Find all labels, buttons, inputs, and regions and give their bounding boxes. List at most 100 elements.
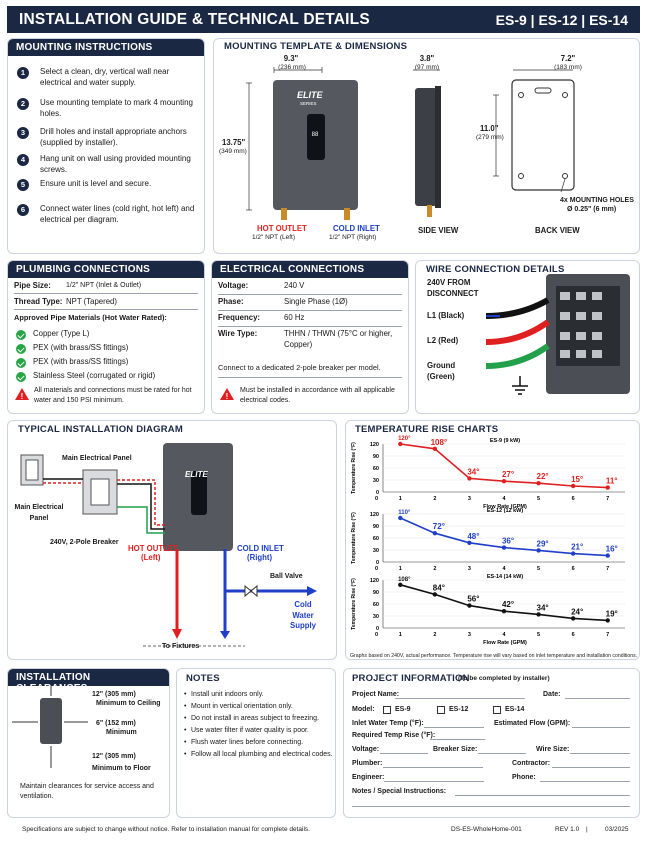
x-axis-label: Flow Rate (GPM) xyxy=(483,504,527,510)
data-point xyxy=(467,540,472,545)
data-label: 110° xyxy=(398,510,411,516)
clearance-arrows xyxy=(12,686,88,768)
section-title: INSTALLATION CLEARANCES xyxy=(8,669,169,694)
y-tick-label: 120 xyxy=(370,578,379,584)
flow-field[interactable] xyxy=(572,727,630,728)
notes-instructions-label: Notes / Special Instructions: xyxy=(352,788,447,795)
brand-series: SERIES xyxy=(300,101,317,106)
temp-rise-field[interactable] xyxy=(430,739,485,740)
cold-inlet-sub: 1/2" NPT (Right) xyxy=(329,234,377,241)
panel-label: Main Electrical Panel xyxy=(62,455,132,462)
engineer-label: Engineer: xyxy=(352,774,385,781)
inlet-temp-field[interactable] xyxy=(424,727,484,728)
chart-title: ES-12 (12 kW) xyxy=(487,508,524,514)
note-item: Do not install in areas subject to freez… xyxy=(191,715,320,722)
diagram-brand: ELITE xyxy=(185,470,208,479)
x-tick-label: 5 xyxy=(537,566,540,572)
y-tick-label: 120 xyxy=(370,442,379,448)
y-tick-label: 30 xyxy=(373,548,379,554)
clear-side: 6" (152 mm) xyxy=(96,720,136,727)
data-point xyxy=(501,609,507,614)
terminal-block-drawing xyxy=(485,274,630,395)
check-icon xyxy=(16,372,26,382)
notes-field-line-2[interactable] xyxy=(352,806,630,807)
contractor-field[interactable] xyxy=(552,767,630,768)
section-title: MOUNTING TEMPLATE & DIMENSIONS xyxy=(224,41,408,52)
data-point xyxy=(605,618,610,623)
material-item: PEX (with brass/SS fittings) xyxy=(33,357,129,366)
x-tick-label: 4 xyxy=(502,496,506,502)
wire-ground-label: Ground (Green) xyxy=(427,361,456,381)
data-point xyxy=(570,616,576,621)
notes-field[interactable] xyxy=(455,795,630,796)
spec-key: Phase: xyxy=(218,297,244,306)
model-es9-checkbox[interactable] xyxy=(383,706,391,714)
back-view-label: BACK VIEW xyxy=(535,226,580,235)
plumbing-warning: All materials and connections must be ra… xyxy=(34,387,192,404)
project-sub: (To be completed by installer) xyxy=(458,675,550,682)
step-text: Use mounting template to mark 4 mounting… xyxy=(40,98,193,118)
note-item: Flush water lines before connecting. xyxy=(191,739,304,746)
wire-size-label: Wire Size: xyxy=(536,746,570,753)
mounting-template-drawing: 88 xyxy=(246,67,575,220)
heater-back-view xyxy=(511,79,575,191)
date-field[interactable] xyxy=(565,698,630,699)
model-es14-checkbox[interactable] xyxy=(493,706,501,714)
depth-dim: 3.8" xyxy=(419,54,435,63)
voltage-field[interactable] xyxy=(380,753,428,754)
clear-top-sub: Minimum to Ceiling xyxy=(96,700,161,707)
svg-text:!: ! xyxy=(226,392,229,401)
note-item: Follow all local plumbing and electrical… xyxy=(191,751,333,758)
unit-outline xyxy=(40,698,62,744)
x-tick-label: 2 xyxy=(433,566,436,572)
model-es12-checkbox[interactable] xyxy=(437,706,445,714)
x-tick-label: 1 xyxy=(399,496,402,502)
cold-supply-label: Cold Water Supply xyxy=(290,600,316,630)
section-title: MOUNTING INSTRUCTIONS xyxy=(8,39,204,56)
data-label: 22° xyxy=(537,472,549,481)
step-number: 4 xyxy=(17,154,29,166)
spec-value: THHN / THWN (75°C or higher, Copper) xyxy=(284,329,393,349)
back-width-dim: 7.2" xyxy=(560,54,576,63)
x-tick-label: 0 xyxy=(375,632,378,638)
project-name-field[interactable] xyxy=(395,698,525,699)
x-tick-label: 4 xyxy=(502,566,506,572)
plumber-field[interactable] xyxy=(383,767,483,768)
data-point xyxy=(467,476,472,481)
x-tick-label: 3 xyxy=(468,632,471,638)
spec-key: Wire Type: xyxy=(218,329,258,338)
data-point xyxy=(398,582,403,587)
note-bullet: • xyxy=(184,727,187,734)
note-bullet: • xyxy=(184,691,187,698)
phone-field[interactable] xyxy=(540,781,630,782)
y-tick-label: 90 xyxy=(373,524,379,530)
section-title: TEMPERATURE RISE CHARTS xyxy=(355,424,499,435)
x-tick-label: 7 xyxy=(606,566,609,572)
data-point xyxy=(501,479,507,484)
installation-diagram xyxy=(20,443,317,647)
engineer-field[interactable] xyxy=(384,781,484,782)
y-tick-label: 90 xyxy=(373,454,379,460)
data-label: 120° xyxy=(398,436,411,442)
panel-label-2: Main Electrical Panel xyxy=(14,504,64,522)
data-point xyxy=(536,481,541,486)
spec-value: 60 Hz xyxy=(284,313,305,322)
step-number: 2 xyxy=(17,98,29,110)
x-tick-label: 6 xyxy=(572,632,575,638)
y-tick-label: 60 xyxy=(373,602,379,608)
section-title: WIRE CONNECTION DETAILS xyxy=(426,264,565,275)
x-tick-label: 6 xyxy=(572,566,575,572)
clear-bottom: 12" (305 mm) xyxy=(92,753,136,760)
section-title: TYPICAL INSTALLATION DIAGRAM xyxy=(18,424,183,435)
step-number: 5 xyxy=(17,179,29,191)
wire-l2-label: L2 (Red) xyxy=(427,336,459,345)
model-list: ES-9 | ES-12 | ES-14 xyxy=(495,11,628,28)
ball-valve-label: Ball Valve xyxy=(270,573,303,580)
hot-outlet-sub: 1/2" NPT (Left) xyxy=(252,234,296,241)
notes-section xyxy=(176,668,336,818)
x-tick-label: 3 xyxy=(468,566,471,572)
wire-size-field[interactable] xyxy=(570,753,630,754)
hole-height-dim: 11.0" xyxy=(480,124,499,133)
x-tick-label: 5 xyxy=(537,632,540,638)
breaker-size-field[interactable] xyxy=(478,753,526,754)
